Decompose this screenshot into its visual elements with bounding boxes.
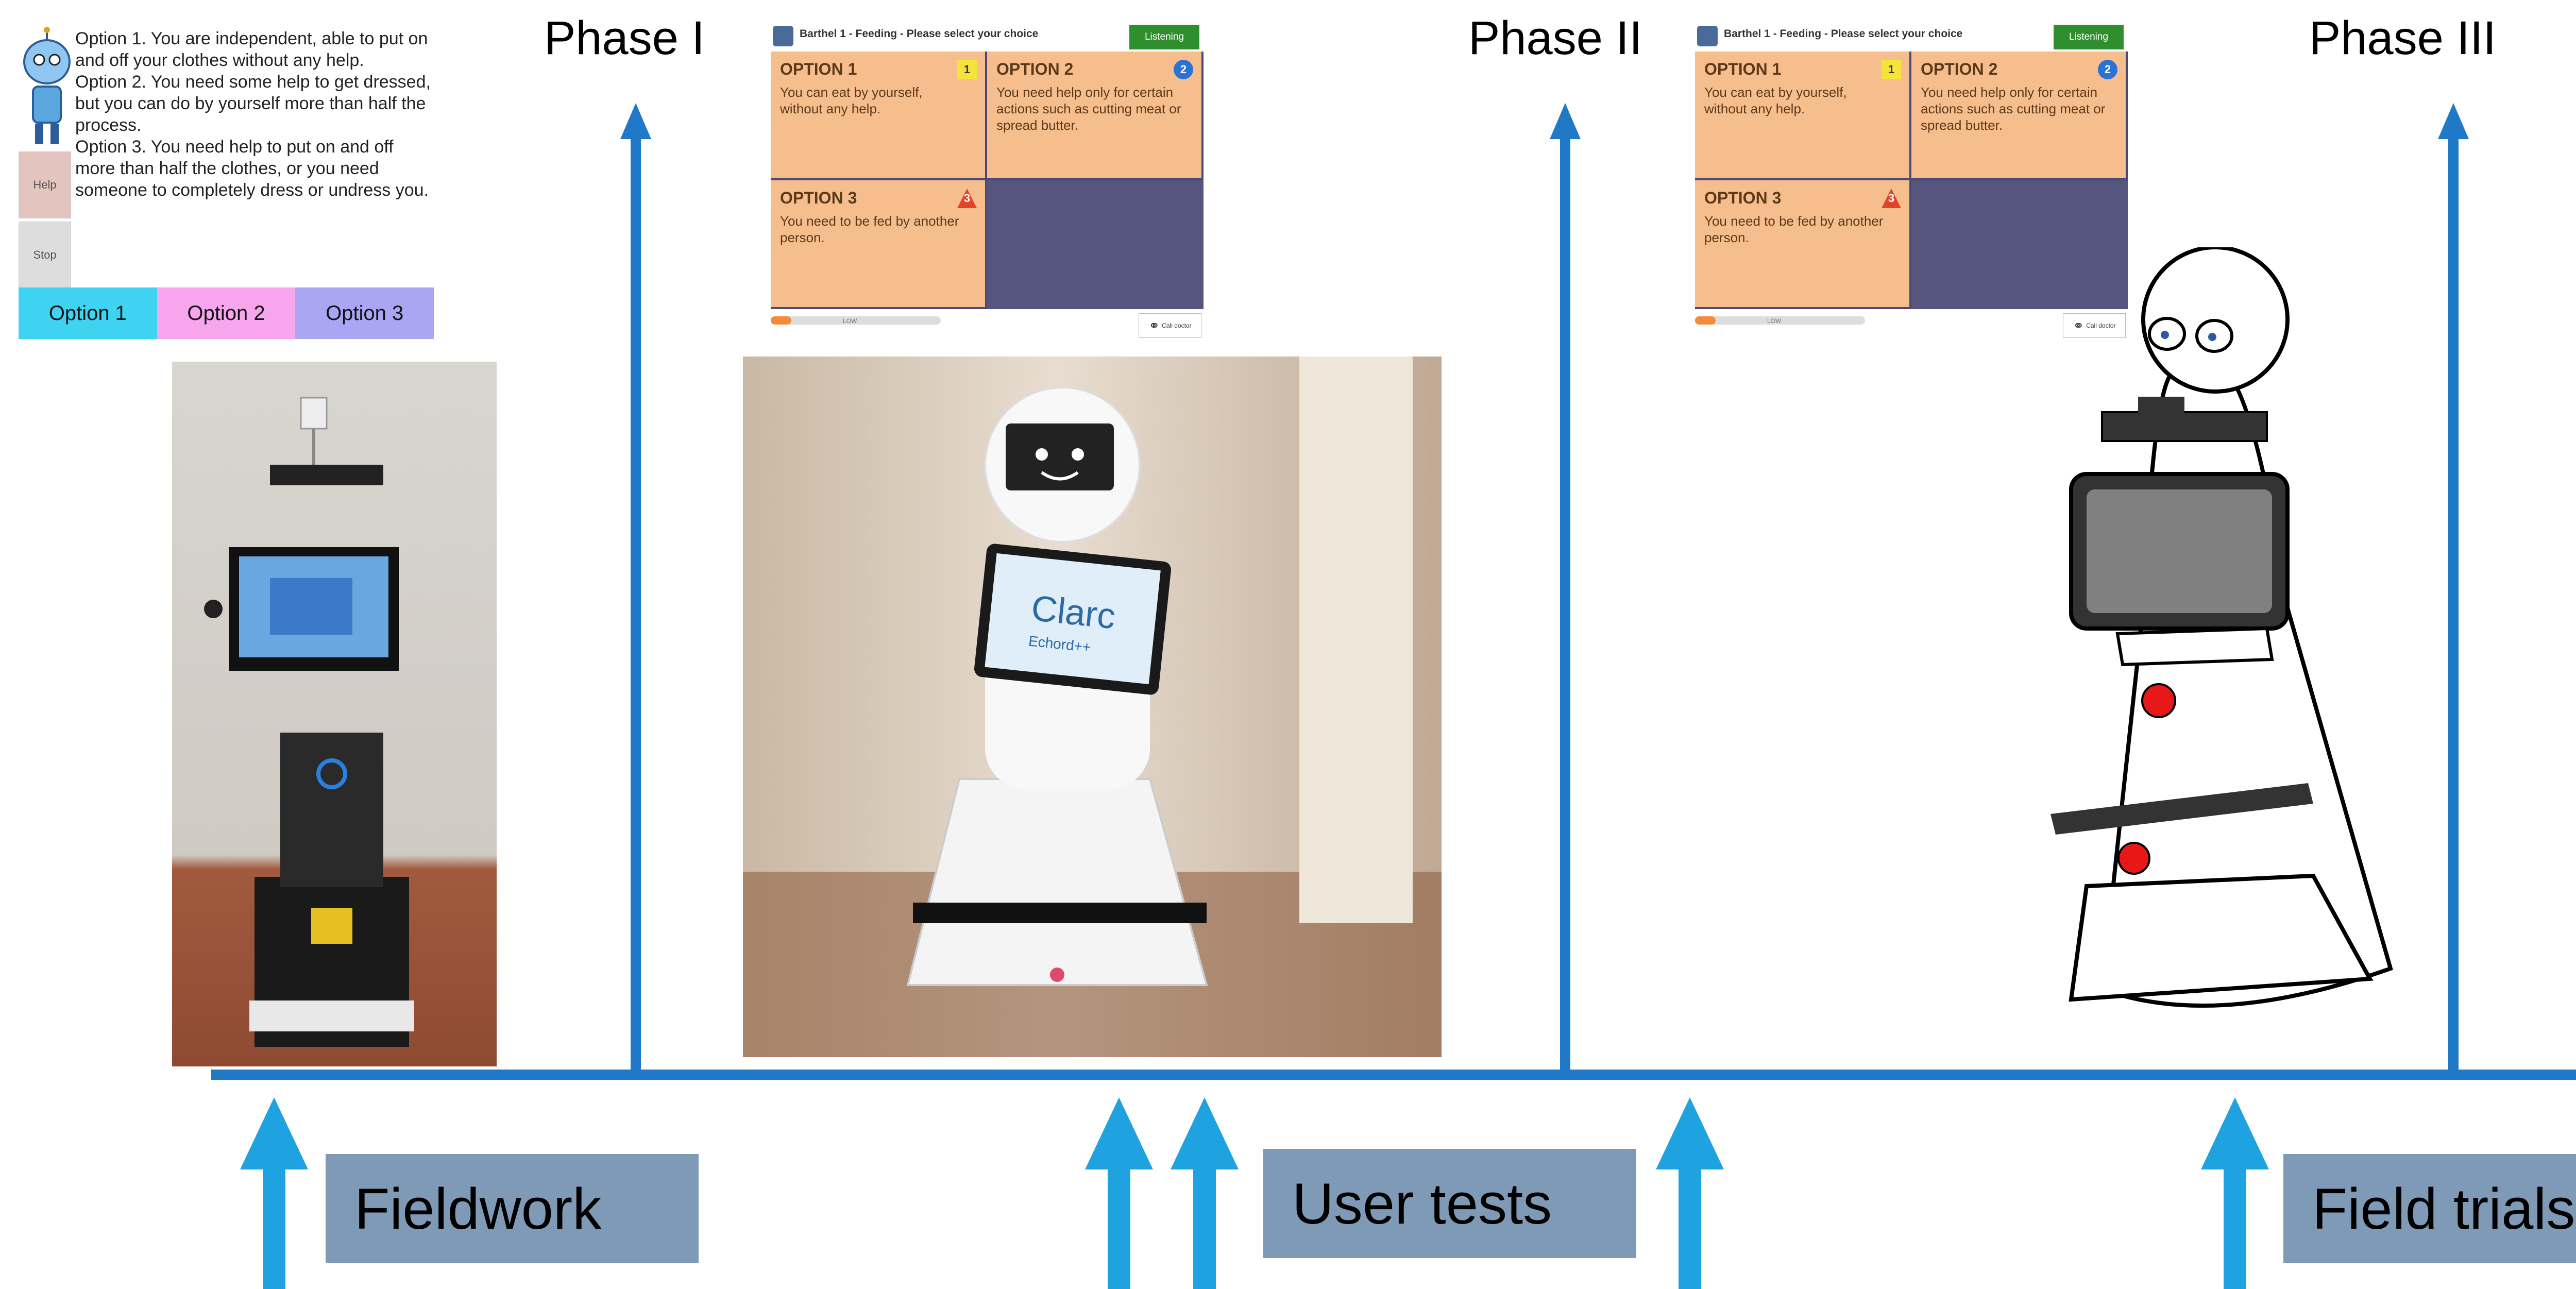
barthel-screen-phase-2: Barthel 1 - Feeding - Please select your… (1695, 21, 2128, 340)
phase-label-1: Phase I (544, 12, 705, 64)
phase-arrow-2 (1550, 103, 1581, 1075)
option-2-card[interactable]: OPTION 2 You need help only for certain … (1911, 52, 2126, 178)
app-icon (773, 26, 793, 46)
empty-cell (1911, 180, 2128, 309)
option-3-text: Option 3. You need help to put on and of… (75, 137, 429, 200)
option-1-desc: You can eat by yourself, without any hel… (1704, 84, 1847, 116)
phase-arrow-3 (2438, 103, 2469, 1075)
option-1-card[interactable]: OPTION 1 You can eat by yourself, withou… (1695, 52, 1909, 178)
option-grid: OPTION 1 You can eat by yourself, withou… (1695, 52, 2128, 309)
early-interface-screenshot: Help Stop Option 1. You are independent,… (19, 26, 436, 340)
screen-title: Barthel 1 - Feeding - Please select your… (800, 28, 1039, 40)
option-1-text: Option 1. You are independent, able to p… (75, 29, 428, 70)
stethoscope-icon: ⚭ (2073, 317, 2084, 333)
volume-label: LOW (843, 317, 857, 325)
call-doctor-button[interactable]: ⚭ Call doctor (1139, 313, 1201, 338)
screen-title: Barthel 1 - Feeding - Please select your… (1724, 28, 1963, 40)
screen-header: Barthel 1 - Feeding - Please select your… (1695, 21, 2128, 52)
option-2-text: Option 2. You need some help to get dres… (75, 72, 431, 135)
option-1-desc: You can eat by yourself, without any hel… (780, 84, 923, 116)
stethoscope-icon: ⚭ (1148, 317, 1160, 333)
timeline-axis (211, 1070, 2576, 1080)
listening-status: Listening (2054, 25, 2124, 49)
activity-label-user-tests: User tests (1292, 1171, 1552, 1236)
option-1-title: OPTION 1 (1704, 60, 1782, 78)
prototype-robot-photo (172, 362, 497, 1066)
activity-box-fieldwork: Fieldwork (326, 1154, 699, 1263)
screen-footer: LOW ⚭ Call doctor (1695, 312, 2128, 340)
option-3-desc: You need to be fed by another person. (1704, 213, 1884, 245)
option-2-desc: You need help only for certain actions s… (1921, 84, 2106, 133)
option-1-card[interactable]: OPTION 1 You can eat by yourself, withou… (771, 52, 985, 178)
empty-cell (987, 180, 1204, 309)
option-descriptions: Option 1. You are independent, able to p… (75, 28, 436, 201)
prototype-robot-illustration (204, 397, 414, 1047)
call-doctor-button[interactable]: ⚭ Call doctor (2063, 313, 2126, 338)
option-3-desc: You need to be fed by another person. (780, 213, 959, 245)
phase-label-3: Phase III (2309, 12, 2497, 64)
activity-arrow-fieldwork (240, 1097, 308, 1289)
clarc-screen-brand: Clarc (1029, 588, 1117, 637)
app-icon (1697, 26, 1718, 46)
option-3-button[interactable]: Option 3 (295, 287, 434, 339)
listening-status: Listening (1129, 25, 1199, 49)
call-doctor-label: Call doctor (2086, 322, 2116, 329)
screen-footer: LOW ⚭ Call doctor (771, 312, 1204, 340)
activity-box-user-tests: User tests (1263, 1149, 1636, 1258)
option-2-desc: You need help only for certain actions s… (996, 84, 1181, 133)
activity-arrow-usertests-b (1171, 1097, 1239, 1289)
option-button-row: Option 1 Option 2 Option 3 (19, 287, 434, 339)
option-3-card[interactable]: OPTION 3 You need to be fed by another p… (771, 180, 985, 307)
activity-arrow-usertests-c (1656, 1097, 1724, 1289)
clarc-robot-photo: Clarc Echord++ (743, 357, 1442, 1057)
activity-label-fieldwork: Fieldwork (354, 1176, 602, 1241)
volume-fill (1695, 316, 1716, 325)
activity-arrow-usertests-a (1085, 1097, 1153, 1289)
phase-arrow-1 (620, 103, 651, 1075)
stop-button[interactable]: Stop (19, 222, 71, 289)
option-3-title: OPTION 3 (1704, 189, 1782, 207)
option-1-button[interactable]: Option 1 (19, 287, 157, 339)
option-2-badge: 2 (1174, 60, 1193, 79)
barthel-screen-phase-1: Barthel 1 - Feeding - Please select your… (771, 21, 1204, 340)
option-2-badge: 2 (2098, 60, 2117, 79)
option-3-card[interactable]: OPTION 3 You need to be fed by another p… (1695, 180, 1909, 307)
option-grid: OPTION 1 You can eat by yourself, withou… (771, 52, 1204, 309)
option-2-card[interactable]: OPTION 2 You need help only for certain … (987, 52, 1201, 178)
activity-label-field-trials: Field trials (2312, 1176, 2575, 1241)
call-doctor-label: Call doctor (1162, 322, 1192, 329)
option-1-badge: 1 (1882, 60, 1901, 79)
option-2-title: OPTION 2 (1921, 60, 1998, 78)
option-2-title: OPTION 2 (996, 60, 1074, 78)
option-1-title: OPTION 1 (780, 60, 857, 78)
cartoon-robot-avatar-icon (23, 27, 71, 144)
activity-arrow-fieldtrials (2201, 1097, 2269, 1289)
option-3-title: OPTION 3 (780, 189, 857, 207)
volume-bar[interactable] (1695, 316, 1865, 325)
option-2-button[interactable]: Option 2 (157, 287, 296, 339)
screen-header: Barthel 1 - Feeding - Please select your… (771, 21, 1204, 52)
volume-bar[interactable] (771, 316, 941, 325)
option-1-badge: 1 (957, 60, 977, 79)
clarc-robot-illustration: Clarc Echord++ (743, 357, 1442, 1057)
activity-box-field-trials: Field trials (2283, 1154, 2576, 1263)
phase-label-2: Phase II (1468, 12, 1642, 64)
volume-label: LOW (1767, 317, 1782, 325)
volume-fill (771, 316, 791, 325)
help-button[interactable]: Help (19, 151, 71, 218)
robot-sketch-drawing (2050, 247, 2393, 1008)
